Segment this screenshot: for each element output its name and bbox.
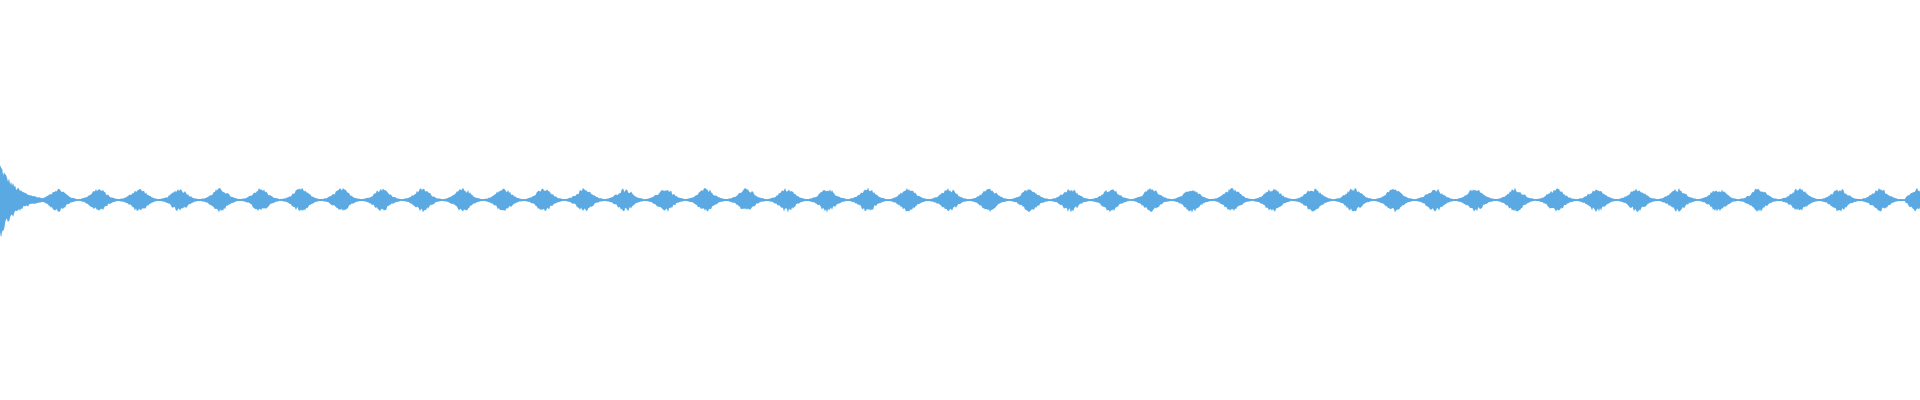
waveform-path xyxy=(0,165,1920,237)
